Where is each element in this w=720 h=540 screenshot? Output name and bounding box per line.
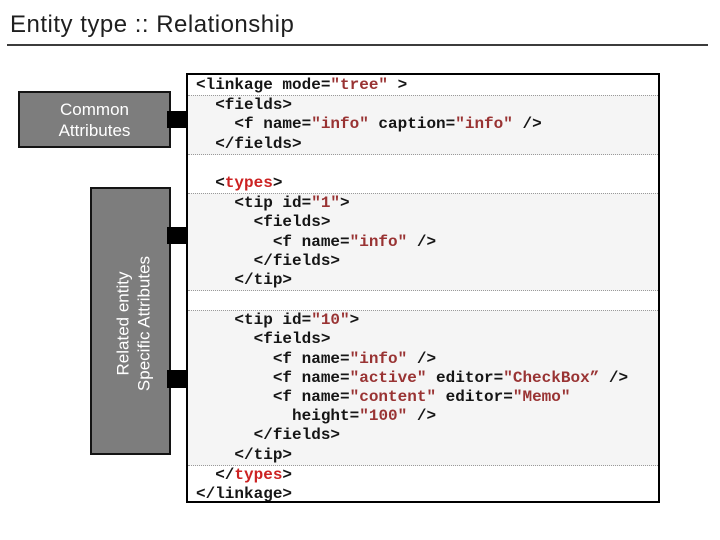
code-text: </fields> xyxy=(196,426,341,445)
code-line: <f name="content" editor="Memo" xyxy=(196,388,658,407)
code-line: height="100" /> xyxy=(196,407,658,426)
code-highlight: "info" xyxy=(349,232,408,251)
code-text: </ xyxy=(196,465,235,484)
code-text: > xyxy=(388,76,408,94)
code-line: </fields> xyxy=(196,252,658,271)
code-text: <f name= xyxy=(196,368,350,387)
code-highlight: "tree" xyxy=(330,76,389,94)
code-text: <f name= xyxy=(196,232,350,251)
code-block: <linkage mode="tree" > <fields> <f name=… xyxy=(186,73,660,503)
code-highlight: "CheckBox” xyxy=(503,368,600,387)
code-text: editor= xyxy=(426,368,504,387)
code-text: /> xyxy=(407,232,437,251)
code-line: <fields> xyxy=(196,96,658,115)
code-text: editor= xyxy=(436,388,513,406)
code-line: <fields> xyxy=(196,213,658,232)
connector-related-to-tip1 xyxy=(167,227,187,244)
code-line: <types> xyxy=(196,174,658,193)
code-text: /> xyxy=(407,407,437,426)
code-text: < xyxy=(196,173,225,192)
related-label-line2: Specific Attributes xyxy=(133,255,153,391)
code-line: <tip id="1"> xyxy=(196,194,658,213)
code-highlight: "1" xyxy=(311,194,341,213)
code-section: <types> xyxy=(188,155,658,193)
code-line: </tip> xyxy=(196,271,658,290)
code-highlight: types xyxy=(224,173,273,192)
code-highlight: "Memo" xyxy=(512,388,571,406)
code-section: <fields> <f name="info" caption="info" /… xyxy=(188,95,658,155)
code-text: <f name= xyxy=(196,349,350,368)
code-text: <linkage mode= xyxy=(196,76,331,94)
code-text: <f name= xyxy=(196,115,312,134)
code-highlight: types xyxy=(234,465,283,484)
code-text: </linkage> xyxy=(196,484,293,503)
code-text: > xyxy=(340,194,350,213)
code-line: </fields> xyxy=(196,135,658,154)
code-text: height= xyxy=(196,407,360,426)
code-line: <f name="info" /> xyxy=(196,233,658,252)
code-line xyxy=(196,155,658,174)
code-highlight: "10" xyxy=(311,311,350,330)
related-entity-attributes-label: Related entity Specific Attributes xyxy=(92,189,173,457)
related-entity-attributes-box: Related entity Specific Attributes xyxy=(90,187,171,455)
code-highlight: "info" xyxy=(455,115,513,134)
code-text: </fields> xyxy=(196,251,341,270)
code-line: </tip> xyxy=(196,446,658,465)
common-attributes-label-line1: Common xyxy=(60,99,129,119)
code-text: <fields> xyxy=(196,330,331,349)
code-text: </tip> xyxy=(196,270,293,289)
code-text: caption= xyxy=(368,115,456,134)
code-section: <linkage mode="tree" > xyxy=(188,76,658,95)
code-text: > xyxy=(282,465,293,484)
code-highlight: "info" xyxy=(349,349,408,368)
code-line: <f name="info" /> xyxy=(196,350,658,369)
code-section: <tip id="1"> <fields> <f name="info" /> … xyxy=(188,193,658,292)
code-section: </types></linkage> xyxy=(188,466,658,503)
code-line: </linkage> xyxy=(196,484,658,503)
code-text: <f name= xyxy=(196,388,350,406)
page-title: Entity type :: Relationship xyxy=(10,11,295,38)
code-highlight: "content" xyxy=(349,388,437,406)
code-section: <tip id="10"> <fields> <f name="info" />… xyxy=(188,310,658,466)
code-highlight: "100" xyxy=(359,407,408,426)
title-underline xyxy=(7,44,708,46)
code-line: <tip id="10"> xyxy=(196,311,658,330)
code-text: <tip id= xyxy=(196,194,312,213)
code-text: <fields> xyxy=(196,96,293,115)
code-highlight: "active" xyxy=(349,368,427,387)
code-highlight: "info" xyxy=(311,115,369,134)
common-attributes-label-line2: Attributes xyxy=(58,120,131,140)
related-label-line1: Related entity xyxy=(112,271,132,375)
common-attributes-box: Common Attributes xyxy=(18,91,171,148)
code-line: <f name="active" editor="CheckBox” /> xyxy=(196,369,658,388)
code-text: > xyxy=(349,311,360,330)
code-section xyxy=(188,291,658,310)
code-line: </types> xyxy=(196,466,658,485)
code-text: </tip> xyxy=(196,445,293,464)
code-text: /> xyxy=(599,368,629,387)
code-text: <fields> xyxy=(196,213,331,232)
connector-related-to-tip10 xyxy=(167,370,187,388)
code-line: <fields> xyxy=(196,330,658,349)
code-text: <tip id= xyxy=(196,311,312,330)
code-text: /> xyxy=(512,115,542,134)
code-line: <linkage mode="tree" > xyxy=(196,76,658,95)
code-text: > xyxy=(272,173,283,192)
code-line: <f name="info" caption="info" /> xyxy=(196,115,658,134)
code-text: /> xyxy=(407,349,437,368)
connector-common-to-fields xyxy=(167,111,187,128)
code-line xyxy=(196,291,658,310)
code-line: </fields> xyxy=(196,426,658,445)
code-text: </fields> xyxy=(196,134,302,153)
